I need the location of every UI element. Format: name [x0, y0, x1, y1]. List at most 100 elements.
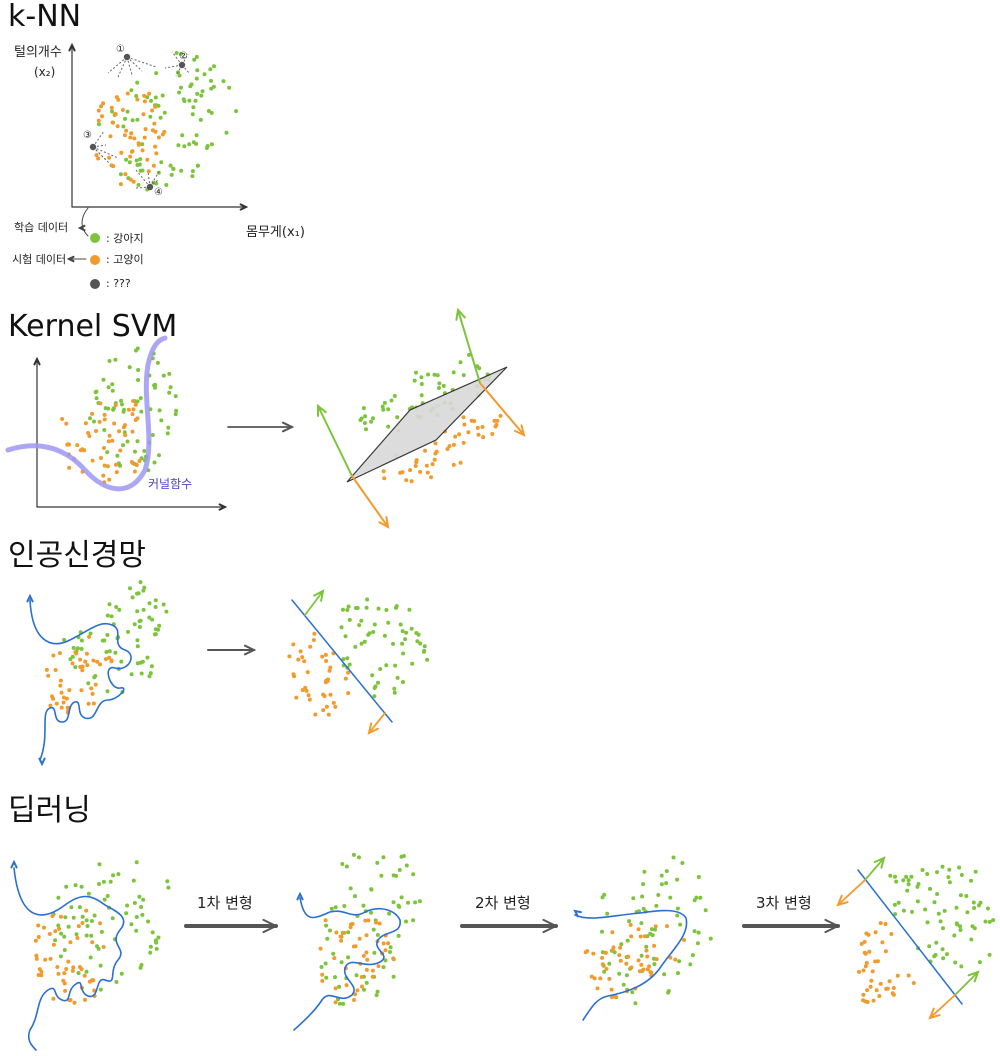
dl-stage0-head-top [10, 859, 18, 869]
svm-cat-point [75, 443, 80, 448]
knn-dog-point [179, 168, 184, 173]
svm3d-dog-point [426, 372, 431, 377]
svm3d-cat-point [445, 447, 450, 451]
svm-dog-point [166, 425, 171, 430]
dl-stage0-cat-point [36, 935, 41, 939]
kernel-function-curve [5, 335, 168, 492]
knn-cat-point [153, 104, 158, 109]
dl-stage2-dog-point [708, 936, 713, 941]
ann-dog-point [70, 654, 75, 659]
dl-stage3-cat-point [891, 986, 896, 990]
knn-cat-point [150, 108, 155, 113]
dl-stage2-dog-point [675, 906, 680, 911]
dl-stage1-dog-point [354, 973, 359, 978]
dl-stage1-dog-point [364, 980, 369, 985]
knn-cat-point [101, 101, 106, 106]
svm3d-cat-point [409, 479, 414, 484]
ann-transformed-dog-point [346, 604, 351, 609]
dl-stage2-cat-point [611, 948, 615, 953]
knn-cat-point [162, 129, 167, 134]
dl-stage0-cat-point [47, 932, 52, 936]
knn-dog-point [224, 130, 229, 135]
knn-x-axis-head [239, 203, 249, 211]
dl-stage3-cat-point [863, 951, 868, 956]
svm-cat-point [107, 477, 112, 482]
dl-stage3-cat-point [906, 973, 911, 978]
knn-dog-point [153, 95, 158, 100]
ann-cat-point [89, 686, 94, 691]
dl-stage1-dog-point [371, 927, 376, 932]
ann-cat-point [53, 668, 58, 672]
dl-stage3-dog-point [888, 873, 893, 878]
dl-stage0-dog-point [79, 884, 84, 889]
dl-stage3-cat-point [891, 992, 896, 997]
svm3d-dog-point [359, 416, 364, 421]
knn-dog-point [135, 163, 140, 167]
svm-dog-point [153, 385, 157, 390]
dl-stage3-margin-cat-bottom-head [928, 1007, 941, 1020]
dl-stage1-dog-point [397, 868, 402, 872]
dl-stage1-cat-point [332, 956, 337, 961]
knn-neighbor-link [147, 171, 151, 188]
dl-stage3-margin-cat-top [837, 879, 866, 906]
dl-stage0-dog-point [146, 919, 151, 924]
ann-boundary-head-bottom [38, 757, 46, 767]
knn-dog-point [209, 142, 214, 147]
svm-cat-point [118, 448, 123, 453]
svm3d-cat-point [398, 470, 403, 475]
dl-stage0-dog-point [84, 969, 89, 974]
svm3d-dog-point [361, 406, 366, 411]
dl-stage0-cat-point [80, 921, 85, 925]
dl-stage0-dog-point [139, 905, 144, 909]
dl-stage0-dog-point [116, 872, 121, 877]
svm3d-cat-point [447, 444, 452, 449]
svm-dog-point [157, 453, 161, 458]
knn-dog-point [178, 52, 183, 56]
knn-dog-point [136, 183, 141, 187]
knn-dog-point [179, 85, 183, 90]
dl-stage1-cat-point [381, 941, 386, 946]
ann-dog-point [107, 649, 112, 654]
knn-dog-point [177, 90, 182, 95]
knn-cat-point [99, 104, 103, 109]
dl-stage1-dog-point [417, 899, 422, 904]
knn-neighbor-link [92, 146, 119, 159]
knn-cat-point [124, 128, 129, 133]
ann-transformed-dog-point [366, 632, 371, 637]
ann-boundary-curve [29, 599, 132, 761]
dl-stage0-dog-point [148, 950, 153, 955]
ann-transformed-dog-point [371, 630, 376, 634]
dl-stage2-cat-point [665, 924, 669, 929]
dl-stage2-dog-point [675, 913, 680, 918]
dl-stage0-dog-point [77, 905, 82, 910]
knn-cat-point [96, 156, 101, 161]
legend-dog-swatch [90, 233, 100, 243]
svm3d-cat-point [475, 425, 480, 430]
knn-cat-point [131, 179, 136, 184]
knn-cat-point [96, 118, 101, 123]
svm3d-dog-point [477, 366, 482, 371]
knn-dog-point [164, 183, 169, 187]
ann-cat-point [58, 678, 63, 683]
ann-transformed-dog-point [339, 625, 344, 630]
ann-transformed-cat-point [327, 668, 332, 673]
ann-transformed-dog-point [345, 608, 350, 612]
dl-stage2-cat-point [613, 994, 618, 999]
dl-stage2-dog-point [600, 950, 605, 955]
svm3d-cat-point [453, 434, 458, 439]
dl-stage2-dog-point [639, 953, 644, 958]
svm-cat-point [78, 448, 83, 453]
ann-transformed-dog-point [341, 657, 346, 662]
ann-transformed-dog-point [391, 641, 395, 646]
svm3d-cat-point [432, 457, 437, 462]
svm-dog-point [157, 408, 162, 413]
dl-stage1-dog-point [391, 974, 396, 979]
knn-neighbor-link [117, 56, 128, 78]
ann-dog-point [137, 619, 142, 624]
ann-transformed-dog-point [347, 662, 352, 667]
knn-dog-point [206, 109, 211, 113]
dl-stage0-dog-point [95, 944, 99, 949]
knn-dog-point [196, 163, 200, 168]
legend-train-label: 학습 데이터 [14, 221, 69, 234]
ann-transformed-cat-point [333, 704, 338, 709]
